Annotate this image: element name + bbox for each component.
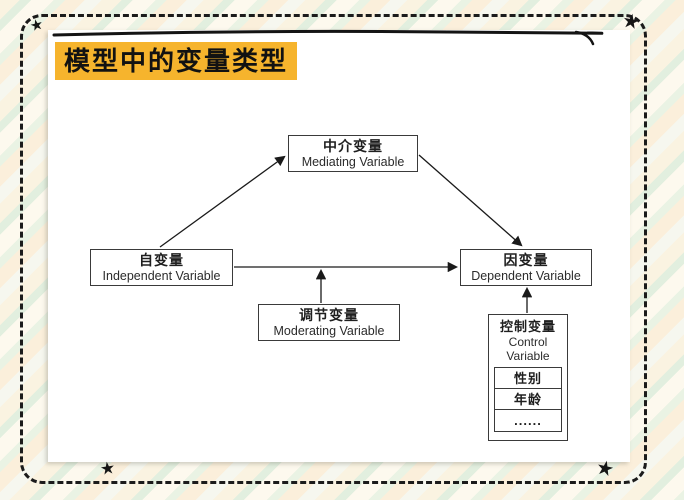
page-title: 模型中的变量类型 (55, 42, 297, 80)
node-label-en: Moderating Variable (273, 323, 385, 338)
node-label-zh: 因变量 (503, 251, 549, 268)
node-label-zh: 控制变量 (499, 319, 556, 334)
star-icon: ★ (28, 15, 46, 36)
node-label-zh: 自变量 (139, 251, 184, 268)
node-control-variable: 控制变量 Control Variable 性别 年龄 ...... (488, 314, 568, 441)
content-card: 模型中的变量类型 中介变量 Mediating Variable 自变量 Ind… (48, 29, 630, 462)
node-label-en: Mediating Variable (301, 154, 405, 169)
node-label-en: Control (508, 335, 548, 349)
node-label-en: Dependent Variable (471, 268, 581, 283)
star-icon: ★ (593, 456, 617, 482)
node-moderating-variable: 调节变量 Moderating Variable (258, 304, 400, 341)
node-label-zh: 中介变量 (323, 137, 383, 154)
node-dependent-variable: 因变量 Dependent Variable (460, 249, 592, 286)
star-icon: ★ (620, 9, 642, 35)
control-item-gender: 性别 (495, 368, 561, 389)
node-label-zh: 调节变量 (299, 306, 359, 323)
star-icon: ★ (98, 458, 117, 479)
node-mediating-variable: 中介变量 Mediating Variable (288, 135, 418, 172)
node-label-en: Independent Variable (102, 268, 221, 283)
node-independent-variable: 自变量 Independent Variable (90, 249, 233, 286)
diagram-arrows (159, 154, 533, 313)
control-item-age: 年龄 (495, 389, 561, 410)
control-item-ellipsis: ...... (514, 413, 542, 428)
control-items-table: 性别 年龄 ...... (494, 367, 562, 432)
node-label-en: Variable (506, 349, 550, 363)
